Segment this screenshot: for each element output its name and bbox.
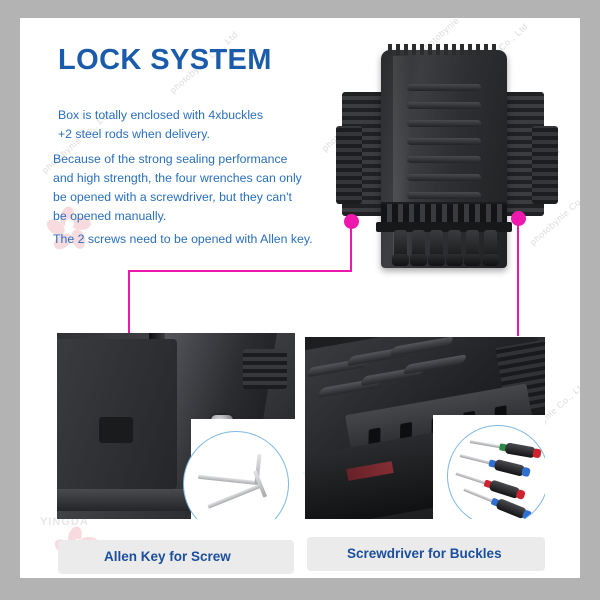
paragraph-line: +2 steel rods when delivery. [58, 127, 210, 141]
paragraph-buckles: Box is totally enclosed with 4xbuckles +… [58, 106, 326, 144]
callout-line-left [128, 270, 352, 272]
paragraph-line: be opened with a screwdriver, but they c… [53, 190, 292, 204]
callout-line-left [350, 226, 352, 272]
callout-dot-screw-location[interactable] [344, 214, 359, 229]
screwdriver [469, 438, 542, 459]
callout-dot-buckle-location[interactable] [511, 211, 526, 226]
paragraph-screws: The 2 screws need to be opened with Alle… [53, 230, 333, 249]
page-title: LOCK SYSTEM [58, 44, 272, 76]
caption-screwdriver[interactable]: Screwdriver for Buckles [307, 537, 545, 571]
screwdriver [455, 470, 526, 501]
hero-base-shelf [376, 222, 512, 232]
hero-cable-glands [392, 230, 500, 272]
hero-side-rack [532, 126, 558, 204]
hero-top-teeth [388, 44, 500, 55]
hero-side-rack [336, 126, 362, 204]
paragraph-line: The 2 screws need to be opened with Alle… [53, 232, 313, 246]
photo-allen-key-screw [57, 333, 295, 519]
caption-label: Allen Key for Screw [104, 549, 231, 564]
callout-line-left [128, 270, 130, 334]
enclosure-foot [57, 489, 197, 511]
paragraph-line: and high strength, the four wrenches can… [53, 171, 302, 185]
photo-screwdriver-buckles [305, 337, 545, 519]
enclosure-panel [57, 339, 177, 489]
paragraph-line: Because of the strong sealing performanc… [53, 152, 288, 166]
caption-allen-key[interactable]: Allen Key for Screw [58, 540, 294, 574]
enclosure-clip [243, 349, 287, 389]
inset-screwdrivers [447, 425, 545, 519]
callout-line-right [517, 218, 519, 336]
screwdriver [463, 486, 533, 519]
hero-product-photo [336, 34, 560, 316]
paragraph-sealing: Because of the strong sealing performanc… [53, 150, 333, 226]
paragraph-line: Box is totally enclosed with 4xbuckles [58, 108, 264, 122]
inset-allen-keys [183, 431, 289, 519]
screwdriver [459, 452, 531, 478]
caption-label: Screwdriver for Buckles [347, 546, 502, 561]
slide-page: photobynie Co., Ltd photobynie Co., Ltd … [20, 18, 580, 578]
paragraph-line: be opened manually. [53, 209, 167, 223]
